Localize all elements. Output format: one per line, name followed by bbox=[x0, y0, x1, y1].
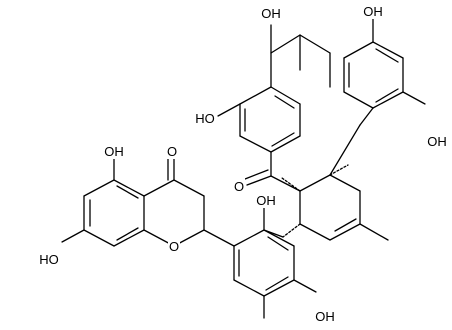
ho-label-upper-left-ring: HO bbox=[193, 110, 217, 126]
oh-text-5-position: OH bbox=[104, 144, 124, 159]
oh-label-top-center: OH bbox=[259, 5, 283, 21]
o-text-ring: O bbox=[169, 239, 179, 254]
benzoyl-ring bbox=[217, 24, 331, 153]
o-text-ketone: O bbox=[167, 144, 177, 159]
stereo-bonds bbox=[281, 164, 349, 238]
oh-label-center-ring: OH bbox=[254, 192, 278, 208]
oh-label-right-ring: OH bbox=[425, 133, 449, 149]
oh-label-5-position: OH bbox=[102, 143, 126, 159]
flavanone-core bbox=[61, 157, 235, 247]
oh-text-top-right: OH bbox=[363, 4, 383, 19]
o-text-carbonyl: O bbox=[234, 179, 244, 194]
ho-text-7-position: HO bbox=[39, 252, 59, 267]
ho-label-7-position: HO bbox=[37, 251, 61, 267]
oh-text-right-ring: OH bbox=[427, 134, 447, 149]
o-label-ring: O bbox=[168, 238, 180, 254]
oh-label-bottom-center: OH bbox=[313, 308, 337, 324]
o-label-ketone: O bbox=[166, 143, 178, 159]
oh-text-bottom-center: OH bbox=[315, 309, 335, 324]
ho-text-upper-left-ring: HO bbox=[195, 111, 215, 126]
oh-label-top-right: OH bbox=[361, 3, 385, 19]
oh-text-center-ring: OH bbox=[256, 193, 276, 208]
o-label-carbonyl: O bbox=[233, 178, 245, 194]
right-aryl-ring bbox=[343, 17, 426, 109]
bond-layer bbox=[61, 17, 426, 319]
carbonyl-group bbox=[244, 151, 301, 192]
oh-text-top-center: OH bbox=[261, 6, 281, 21]
central-phenol-ring bbox=[233, 204, 317, 319]
atom-label-layer: OH OH HO OH O O OH OH bbox=[37, 3, 449, 324]
cyclohexene-ring bbox=[299, 107, 389, 241]
